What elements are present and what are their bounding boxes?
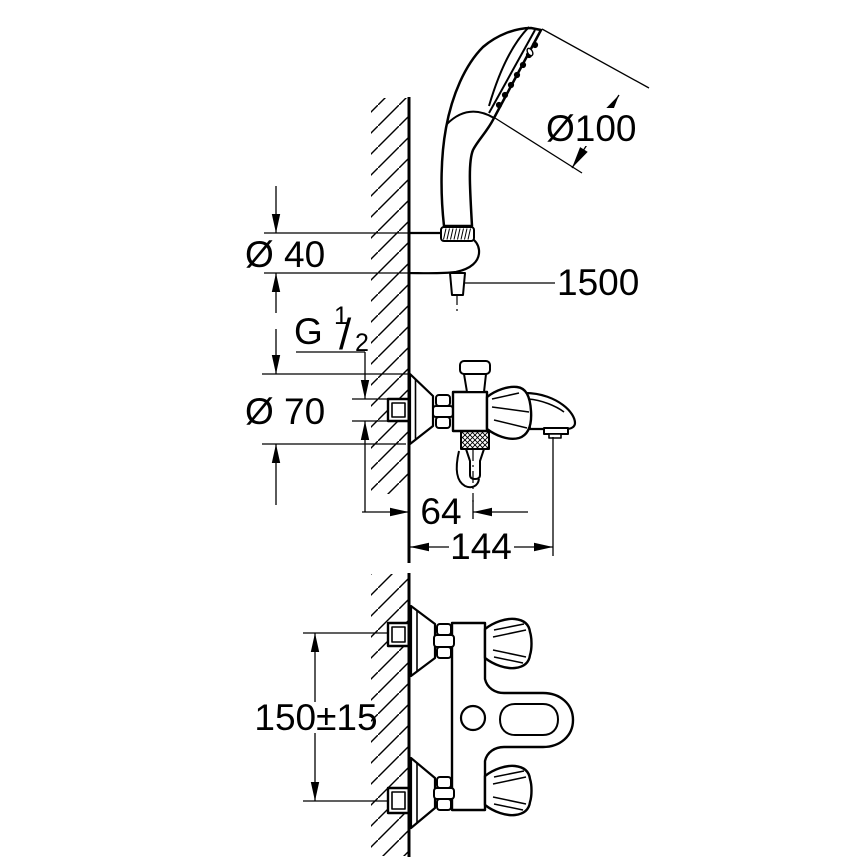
label-mask-150: [263, 704, 370, 733]
escutcheon-cone: [408, 372, 435, 446]
neck-line: [446, 110, 495, 125]
upper-handle-shading: [492, 623, 527, 664]
lower-escutcheon: [409, 756, 437, 830]
head-rim-arc: [488, 26, 530, 107]
mixer-front-view: [386, 604, 575, 830]
label-hose-length: 1500: [557, 262, 639, 303]
thread-numerator: 1: [334, 302, 348, 330]
label-holder-diameter: Ø 40: [245, 234, 325, 275]
dimension-labels: Ø100 1500 Ø 40 G 1 / 2 Ø 70 64 144 150±1…: [245, 108, 646, 738]
upper-handle-bell: [483, 617, 533, 670]
spout-outlet: [543, 427, 569, 435]
lower-handle-bell: [483, 764, 533, 817]
handle-shading-side: [491, 392, 530, 429]
upper-escutcheon: [409, 604, 437, 678]
mixer-side-view: [386, 360, 577, 502]
label-wall-to-spout-outlet: 144: [450, 526, 512, 567]
spout-ridge: [527, 398, 565, 413]
wall-union-square-inner: [391, 402, 406, 418]
lower-union-nut: [433, 776, 455, 811]
diverter-neck: [463, 373, 487, 393]
hose-bend: [455, 450, 480, 489]
thread-slash: /: [339, 310, 352, 359]
spray-plate-highlight: [526, 47, 534, 57]
grip-cap-knurling: [443, 228, 471, 240]
label-wall-to-shower-outlet: 64: [420, 491, 461, 532]
thread-denominator: 2: [355, 329, 369, 357]
label-connection-distance: 150±15: [254, 697, 377, 738]
lower-union-square-inner: [391, 791, 406, 810]
hose-outlet-nipple: [465, 448, 485, 480]
wall-hatch-upper: [371, 98, 409, 494]
body-slot: [499, 703, 559, 736]
label-rosette-diameter: Ø 70: [245, 391, 325, 432]
label-thread-size: G 1 / 2: [294, 302, 369, 359]
upper-union-square-inner: [391, 626, 406, 643]
bath-spout: [523, 391, 577, 431]
diverter-front: [459, 704, 487, 732]
shower-head-and-handle: [440, 26, 543, 228]
spray-nozzle-dots: [495, 41, 539, 109]
lower-handle-shading: [492, 770, 527, 811]
wall-section-upper: [371, 98, 409, 494]
mixer-body: [451, 390, 489, 433]
hose-nut: [449, 272, 466, 296]
label-mask-d100: [544, 108, 646, 146]
thread-letter: G: [294, 311, 323, 352]
spout-aerator: [548, 433, 562, 439]
spray-face-edge: [488, 29, 536, 114]
upper-union-nut: [433, 623, 455, 659]
union-nut: [432, 394, 454, 429]
diverter-knob: [459, 360, 491, 375]
hose-outlet-knurled-nut: [460, 430, 490, 450]
label-mask-144: [449, 532, 514, 562]
label-head-diameter: Ø100: [546, 108, 637, 149]
hand-shower-set: [407, 26, 543, 312]
